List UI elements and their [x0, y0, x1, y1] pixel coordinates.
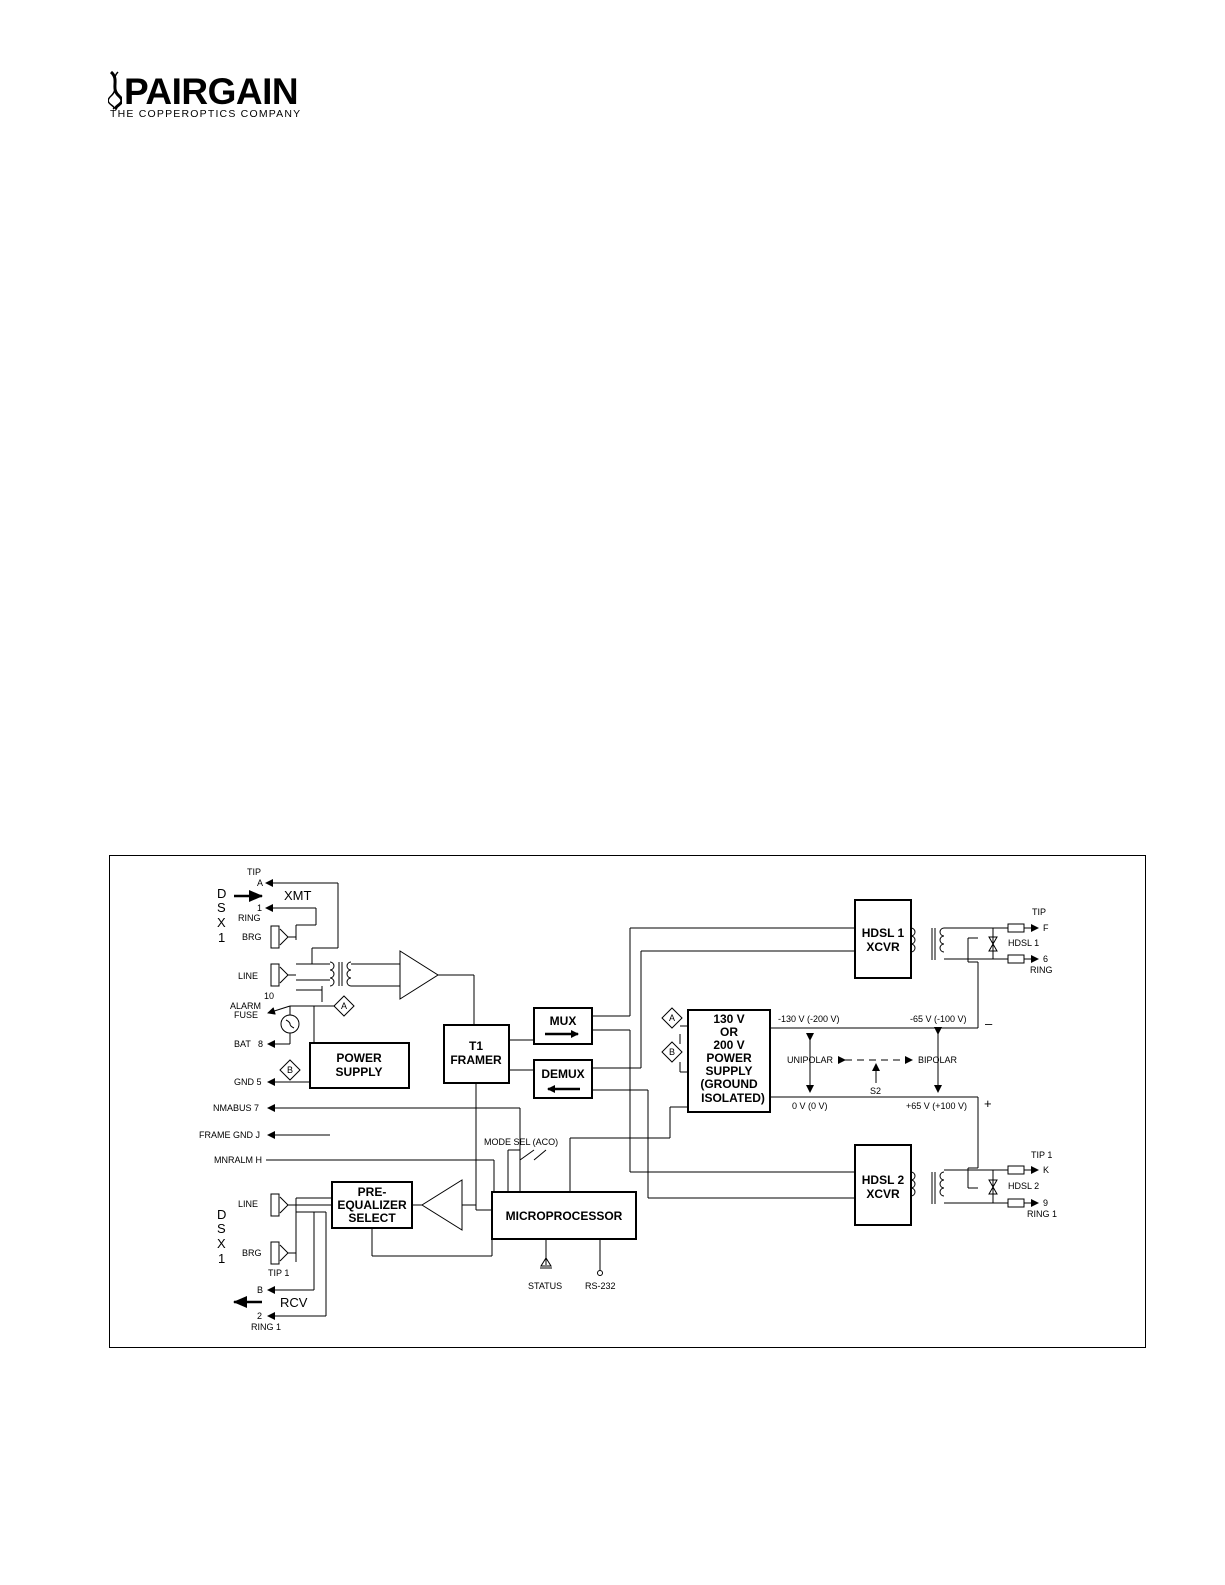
- xmt-tip-label: TIP: [247, 867, 261, 877]
- dsx-xmt-s: S: [217, 900, 226, 915]
- dsx-xmt-d: D: [217, 886, 226, 901]
- xmt-label: XMT: [284, 888, 312, 903]
- hv-supply-label-6: (GROUND: [700, 1077, 758, 1091]
- hdsl2-pin-k: K: [1043, 1165, 1049, 1175]
- rail-zero: 0 V (0 V): [792, 1101, 828, 1111]
- alarm-label: ALARM: [230, 1001, 261, 1011]
- pairgain-logo: PAIRGAIN THE COPPEROPTICS COMPANY: [108, 66, 328, 126]
- power-supply-label-2: SUPPLY: [336, 1065, 383, 1079]
- preeq-label-1: PRE-: [358, 1185, 387, 1199]
- demux-label: DEMUX: [541, 1067, 584, 1081]
- t1-framer-label-2: FRAMER: [450, 1053, 502, 1067]
- rail-minus: –: [985, 1016, 993, 1031]
- rail-neg65: -65 V (-100 V): [910, 1014, 967, 1024]
- preeq-label-3: SELECT: [348, 1211, 396, 1225]
- hv-supply-label-1: 130 V: [713, 1012, 744, 1026]
- rcv-ring1-label: RING 1: [251, 1322, 281, 1332]
- frame-gnd-label: FRAME GND J: [199, 1130, 260, 1140]
- hdsl2-tip1: TIP 1: [1031, 1150, 1052, 1160]
- bat-pin-8: 8: [258, 1039, 263, 1049]
- xmt-ring-label: RING: [238, 913, 261, 923]
- rcv-pin-b: B: [257, 1285, 263, 1295]
- dsx-xmt-1: 1: [218, 930, 225, 945]
- logo-wordmark: PAIRGAIN: [124, 71, 299, 112]
- rcv-tip1-label: TIP 1: [268, 1268, 289, 1278]
- modesel-label: MODE SEL (ACO): [484, 1137, 558, 1147]
- gnd-label: GND 5: [234, 1077, 262, 1087]
- xmt-pin-1: 1: [257, 903, 262, 913]
- hv-supply-label-2: OR: [720, 1025, 738, 1039]
- dsx-xmt-x: X: [217, 915, 226, 930]
- microprocessor-label: MICROPROCESSOR: [506, 1209, 623, 1223]
- hdsl1-label: HDSL 1: [1008, 938, 1039, 948]
- rcv-pin-2: 2: [257, 1311, 262, 1321]
- hv-supply-label-7: ISOLATED): [701, 1091, 765, 1105]
- s2-label: S2: [870, 1086, 881, 1096]
- dsx-rcv-x: X: [217, 1236, 226, 1251]
- pin-10: 10: [264, 991, 274, 1001]
- rail-plus: +: [984, 1096, 992, 1111]
- fuse-label: FUSE: [234, 1010, 258, 1020]
- hdsl1-label-1: HDSL 1: [862, 926, 905, 940]
- pairgain-helix-icon: [108, 70, 122, 110]
- alarm-node-a: A: [341, 1001, 347, 1011]
- mux-label: MUX: [550, 1014, 577, 1028]
- xmt-pin-a: A: [257, 878, 263, 888]
- preeq-label-2: EQUALIZER: [337, 1198, 407, 1212]
- hdsl2-ring1: RING 1: [1027, 1209, 1057, 1219]
- power-supply-label-1: POWER: [336, 1051, 382, 1065]
- xmt-line-label: LINE: [238, 971, 258, 981]
- bat-label: BAT: [234, 1039, 251, 1049]
- logo-tagline: THE COPPEROPTICS COMPANY: [110, 108, 302, 120]
- mnralm-label: MNRALM H: [214, 1155, 262, 1165]
- dsx-rcv-s: S: [217, 1221, 226, 1236]
- status-label: STATUS: [528, 1281, 562, 1291]
- hdsl1-label-2: XCVR: [866, 940, 900, 954]
- rs232-label: RS-232: [585, 1281, 616, 1291]
- t1-framer-label-1: T1: [469, 1039, 483, 1053]
- hdsl1-ring: RING: [1030, 965, 1053, 975]
- alarm-node-b: B: [287, 1065, 293, 1075]
- hdsl1-pin-f: F: [1043, 923, 1049, 933]
- rail-neg130: -130 V (-200 V): [778, 1014, 840, 1024]
- nmabus-label: NMABUS 7: [213, 1103, 259, 1113]
- dsx-rcv-1: 1: [218, 1251, 225, 1266]
- hv-node-a: A: [669, 1013, 675, 1023]
- xmt-brg-label: BRG: [242, 932, 262, 942]
- dsx-rcv-d: D: [217, 1207, 226, 1222]
- hdsl2-label-2: XCVR: [866, 1187, 900, 1201]
- rcv-brg-label: BRG: [242, 1248, 262, 1258]
- rcv-line-label: LINE: [238, 1199, 258, 1209]
- unipolar-label: UNIPOLAR: [787, 1055, 834, 1065]
- hv-supply-label-3: 200 V: [713, 1038, 744, 1052]
- hdsl2-pin-9: 9: [1043, 1198, 1048, 1208]
- hv-supply-label-5: SUPPLY: [706, 1064, 753, 1078]
- hdsl1-tip: TIP: [1032, 907, 1046, 917]
- hdsl1-pin-6: 6: [1043, 954, 1048, 964]
- bipolar-label: BIPOLAR: [918, 1055, 958, 1065]
- rail-pos65: +65 V (+100 V): [906, 1101, 967, 1111]
- hv-supply-label-4: POWER: [706, 1051, 752, 1065]
- hdsl2-label-1: HDSL 2: [862, 1173, 905, 1187]
- diagram-frame: [109, 855, 1146, 1348]
- rcv-label: RCV: [280, 1295, 308, 1310]
- hdsl2-label: HDSL 2: [1008, 1181, 1039, 1191]
- hv-node-b: B: [669, 1047, 675, 1057]
